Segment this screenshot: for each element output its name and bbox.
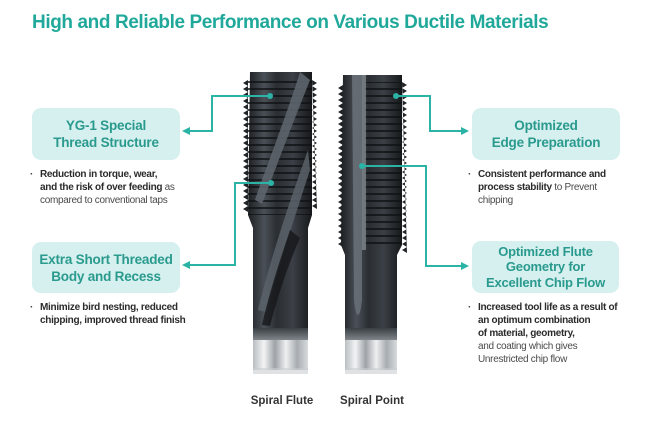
bullet-text-bold: chipping, improved thread finish: [40, 315, 186, 326]
feature-title-line: YG-1 Special: [65, 118, 147, 133]
bullet-text: to Prevent: [551, 182, 597, 193]
bullet-text-bold: and the risk of over feeding: [40, 182, 163, 193]
connector-arrows: [182, 93, 469, 270]
feature-box-short-threaded-body: Extra Short Threaded Body and Recess: [32, 242, 180, 293]
bullet-icon: ·: [30, 169, 34, 180]
bullet-text-bold: Increased tool life as a result of: [478, 302, 618, 313]
feature-bullet-thread-structure: · Reduction in torque, wear, and the ris…: [30, 168, 175, 207]
bullet-text: as: [162, 182, 175, 193]
feature-title-line: Body and Recess: [51, 268, 161, 284]
feature-title-line: Optimized: [514, 118, 578, 133]
bullet-text-bold: an optimum combination: [478, 315, 591, 326]
feature-title-line: Excellent Chip Flow: [486, 274, 605, 290]
spiral-point-tap: [338, 75, 407, 374]
feature-box-thread-structure: YG-1 Special Thread Structure: [32, 108, 180, 160]
feature-title-line: Optimized Flute: [498, 243, 593, 259]
feature-title-line: Extra Short Threaded: [39, 251, 173, 267]
spiral-flute-tap: [243, 72, 317, 374]
feature-bullet-edge-preparation: · Consistent performance and process sta…: [468, 168, 606, 207]
bullet-text: Unrestricted chip flow: [478, 354, 567, 365]
feature-box-edge-preparation: Optimized Edge Preparation: [472, 108, 620, 160]
feature-title-line: Geometry for: [505, 259, 586, 275]
bullet-icon: ·: [468, 169, 472, 180]
feature-box-flute-geometry: Optimized Flute Geometry for Excellent C…: [472, 241, 619, 293]
feature-title-line: Thread Structure: [53, 135, 159, 150]
bullet-text: compared to conventional taps: [40, 195, 168, 206]
feature-bullet-short-threaded-body: · Minimize bird nesting, reduced chippin…: [30, 301, 186, 327]
bullet-text-bold: Reduction in torque, wear,: [40, 169, 158, 180]
bullet-text: and coating which gives: [478, 341, 578, 352]
connector-lines: [188, 95, 463, 267]
bullet-icon: ·: [468, 302, 472, 313]
bullet-text-bold: Consistent performance and: [478, 169, 606, 180]
bullet-text-bold: Minimize bird nesting, reduced: [40, 302, 178, 313]
tap-label-spiral-point: Spiral Point: [340, 395, 404, 407]
bullet-text-bold: of material, geometry,: [478, 328, 575, 339]
bullet-icon: ·: [30, 302, 34, 313]
page-title: High and Reliable Performance on Various…: [32, 12, 549, 33]
bullet-text: chipping: [478, 195, 513, 206]
bullet-text-bold: process stability: [478, 182, 552, 193]
feature-bullet-flute-geometry: · Increased tool life as a result of an …: [468, 301, 618, 366]
feature-title-line: Edge Preparation: [491, 135, 601, 150]
tap-label-spiral-flute: Spiral Flute: [250, 395, 314, 407]
